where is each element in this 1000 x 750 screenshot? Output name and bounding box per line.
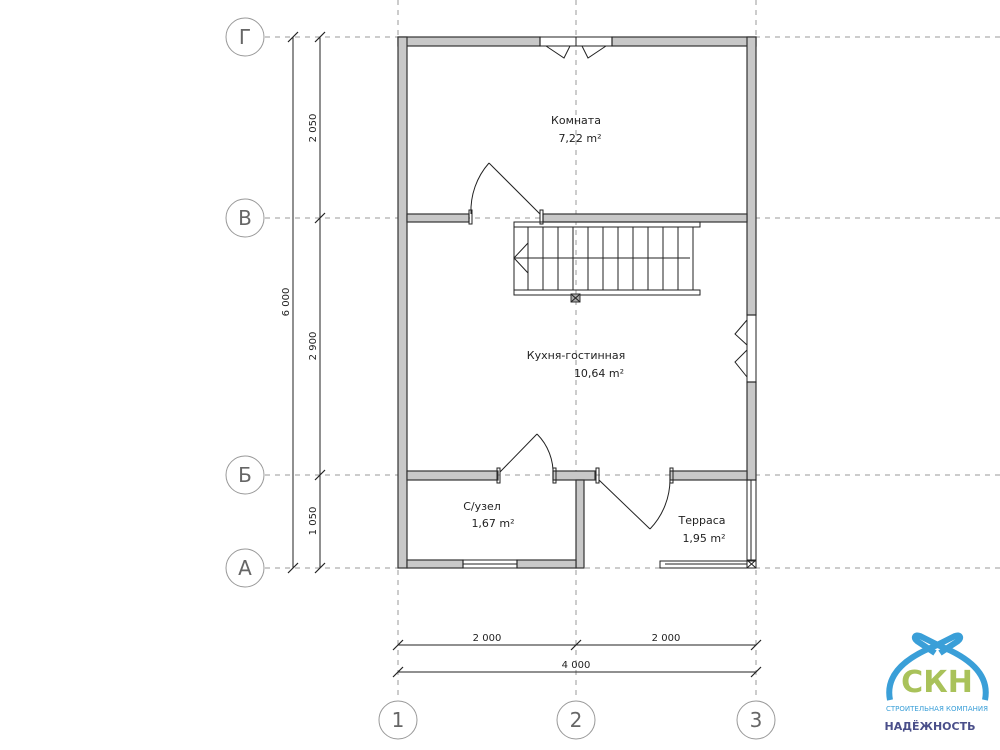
vertical-dimensions: 6 000 2 050 2 900 1 050 [281, 31, 326, 574]
axis-label: А [238, 556, 252, 580]
horizontal-dimensions: 2 000 2 000 4 000 [392, 633, 762, 678]
axis-label: 1 [392, 708, 405, 732]
staircase [513, 221, 701, 303]
axis-label: 3 [750, 708, 763, 732]
axis-label: В [238, 206, 252, 230]
dim-segment: 2 000 [652, 633, 681, 644]
room-name: Комната [551, 114, 601, 127]
room-name: Терраса [678, 514, 726, 527]
logo-letters: СКН [901, 665, 973, 700]
room-area: 10,64 m² [574, 367, 624, 380]
axis-bubbles: Г В Б А 1 2 3 [225, 17, 776, 740]
dim-segment: 1 050 [308, 507, 319, 536]
grid-lines [265, 0, 1000, 700]
room-area: 1,67 m² [471, 517, 514, 530]
dim-segment: 2 000 [473, 633, 502, 644]
logo-line1: СТРОИТЕЛЬНАЯ КОМПАНИЯ [886, 705, 988, 713]
axis-label: Г [239, 25, 251, 49]
room-name: Кухня-гостинная [527, 349, 625, 362]
company-logo: СКН СТРОИТЕЛЬНАЯ КОМПАНИЯ НАДЁЖНОСТЬ [884, 632, 989, 733]
dim-segment: 2 900 [308, 332, 319, 361]
dim-total: 4 000 [562, 660, 591, 671]
room-area: 1,95 m² [682, 532, 725, 545]
dim-segment: 2 050 [308, 114, 319, 143]
logo-line2: НАДЁЖНОСТЬ [884, 719, 975, 733]
dim-total: 6 000 [281, 288, 292, 317]
axis-label: Б [238, 463, 252, 487]
openings [462, 36, 757, 569]
room-area: 7,22 m² [558, 132, 601, 145]
axis-label: 2 [570, 708, 583, 732]
room-name: С/узел [463, 500, 501, 513]
